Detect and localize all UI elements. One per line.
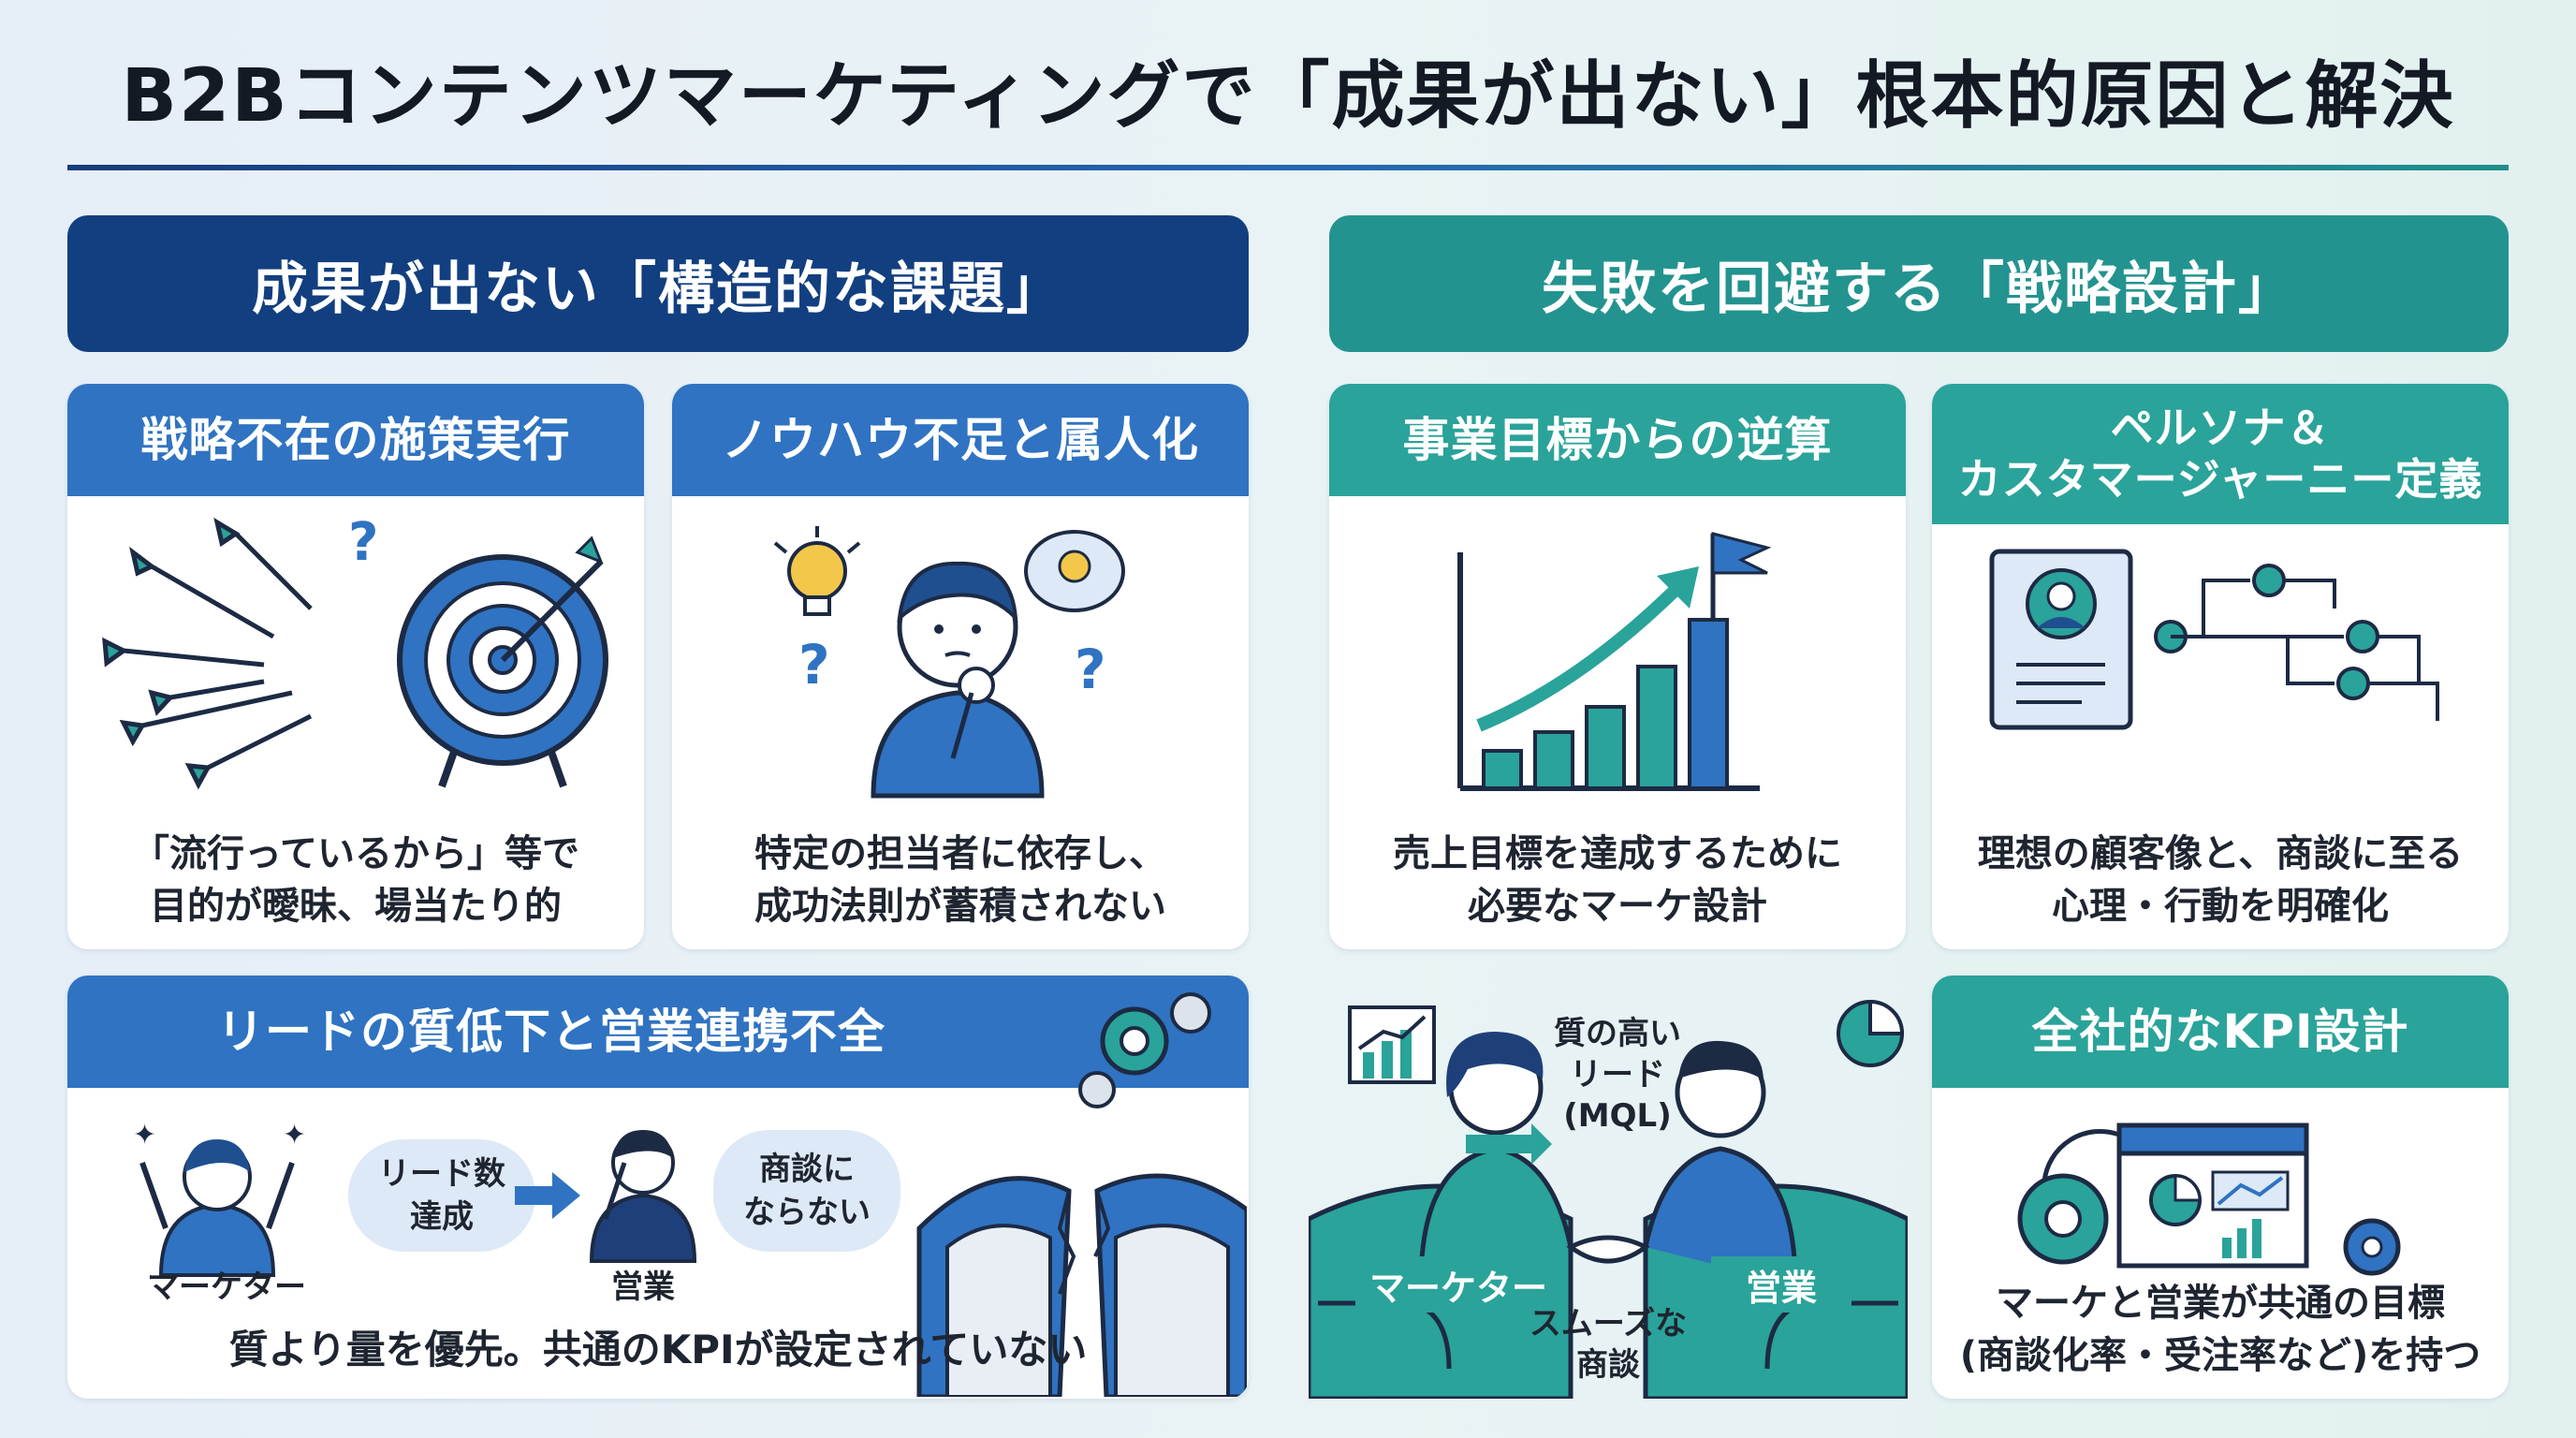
card-text: 売上目標を達成するために 必要なマーケ設計	[1329, 828, 1906, 932]
svg-text:?: ?	[798, 633, 830, 697]
target-icon: ?	[102, 515, 608, 790]
card-text-line: (商談化率・受注率など)を持つ	[1959, 1334, 2481, 1377]
card-text-line: 心理・行動を明確化	[2052, 885, 2389, 928]
smooth-line: 商談	[1576, 1346, 1640, 1384]
marketer-pill: マーケター	[1355, 1256, 1561, 1313]
handshake-icon	[1309, 1032, 1908, 1399]
smooth-deal-label: スムーズな 商談	[1524, 1303, 1692, 1386]
svg-text:?: ?	[1075, 638, 1106, 701]
mql-label: 質の高い リード(MQL)	[1533, 1013, 1702, 1137]
card-title: 全社的なKPI設計	[1932, 976, 2509, 1088]
card-title: ペルソナ＆ カスタマージャーニー定義	[1932, 384, 2509, 524]
right-panel-header: 失敗を回避する「戦略設計」	[1329, 215, 2509, 352]
card-title: リードの質低下と営業連携不全	[67, 976, 1249, 1088]
card-text-line: 売上目標を達成するために	[1393, 832, 1842, 875]
bubble-line: 達成	[410, 1198, 474, 1236]
card-text-line: マーケと営業が共通の目標	[1996, 1282, 2445, 1325]
card-text-line: 理想の顧客像と、商談に至る	[1977, 832, 2464, 875]
smooth-line: スムーズな	[1529, 1305, 1688, 1343]
card-strategy-absence: 戦略不在の施策実行 ? 「流行っているから」等で 目的が曖昧、場当たり的	[67, 384, 644, 949]
bubble-line: 商談に	[759, 1151, 855, 1188]
no-deal-bubble: 商談に ならない	[713, 1130, 900, 1252]
card-text: 理想の顧客像と、商談に至る 心理・行動を明確化	[1932, 828, 2509, 932]
card-title: 戦略不在の施策実行	[67, 384, 644, 496]
lead-count-bubble: リード数 達成	[348, 1139, 535, 1252]
card-kpi-design: 全社的なKPI設計 マーケと営業が共通の目標 (商談化率・受注率など)を持つ	[1932, 976, 2509, 1399]
sales-label: 営業	[611, 1269, 675, 1306]
title-divider	[67, 165, 2509, 170]
page-title: B2Bコンテンツマーケティングで「成果が出ない」根本的原因と解決	[121, 54, 2455, 139]
card-knowhow-shortage: ノウハウ不足と属人化 ? ? 特定の担当者に依存し、 成功法則が蓄積されない	[672, 384, 1249, 949]
bar-chart-icon	[1457, 532, 1772, 791]
question-icon: ?	[348, 515, 378, 573]
lead-caption: 質より量を優先。共通のKPIが設定されていない	[228, 1327, 1088, 1372]
bubble-line: リード数	[378, 1155, 505, 1193]
card-title-line: ペルソナ＆	[2110, 402, 2331, 453]
svg-text:✦: ✦	[283, 1119, 306, 1152]
svg-text:✦: ✦	[133, 1119, 156, 1152]
card-persona-journey: ペルソナ＆ カスタマージャーニー定義 関心 検討 商談 理想の顧客像と、商談に至…	[1932, 384, 2509, 949]
handshake-illustration: 質の高い リード(MQL) マーケター 営業 スムーズな 商談	[1309, 976, 1908, 1399]
lightbulb-icon	[773, 526, 861, 616]
broken-bridge-icon	[916, 1173, 1247, 1397]
card-title-line: カスタマージャーニー定義	[1957, 454, 2483, 505]
pie-chart-icon	[1837, 999, 1905, 1067]
card-reverse-calculation: 事業目標からの逆算 売上目標を達成するために 必要なマーケ設計	[1329, 384, 1906, 949]
card-text: マーケと営業が共通の目標 (商談化率・受注率など)を持つ	[1932, 1277, 2509, 1382]
card-text: 特定の担当者に依存し、 成功法則が蓄積されない	[672, 828, 1249, 932]
card-text-line: 特定の担当者に依存し、	[754, 832, 1166, 875]
card-title: ノウハウ不足と属人化	[672, 384, 1249, 496]
arrows-icon	[102, 517, 313, 790]
persona-card-icon	[1989, 549, 2133, 730]
thinking-person-icon: ? ?	[773, 526, 1125, 799]
sales-pill: 営業	[1711, 1256, 1852, 1313]
card-lead-quality: リードの質低下と営業連携不全 ✦✦ マーケター リード数 達成 営業 商談に な…	[67, 976, 1249, 1399]
gear-icon	[1078, 992, 1211, 1108]
card-text-line: 成功法則が蓄積されない	[754, 885, 1166, 928]
speech-bubble-lightbulb-icon	[1024, 530, 1125, 612]
bar-chart-icon	[1348, 1005, 1436, 1084]
flag-icon	[1710, 532, 1772, 620]
dashboard-icon	[2017, 1123, 2401, 1276]
card-text-line: 「流行っているから」等で	[132, 832, 579, 875]
card-text-line: 必要なマーケ設計	[1468, 885, 1767, 928]
card-title: 事業目標からの逆算	[1329, 384, 1906, 496]
card-text: 「流行っているから」等で 目的が曖昧、場当たり的	[67, 828, 644, 932]
marketer-label: マーケター	[147, 1269, 306, 1306]
arrow-right-icon	[515, 1172, 580, 1219]
marketer-person-icon: ✦✦	[133, 1119, 306, 1277]
left-panel-header: 成果が出ない「構造的な課題」	[67, 215, 1249, 352]
mql-line: 質の高い	[1554, 1015, 1681, 1052]
card-text-line: 目的が曖昧、場当たり的	[150, 885, 562, 928]
bubble-line: ならない	[743, 1194, 871, 1231]
sales-person-icon	[589, 1130, 697, 1263]
flow-chart-icon	[2154, 564, 2439, 721]
mql-line: リード(MQL)	[1563, 1056, 1672, 1135]
